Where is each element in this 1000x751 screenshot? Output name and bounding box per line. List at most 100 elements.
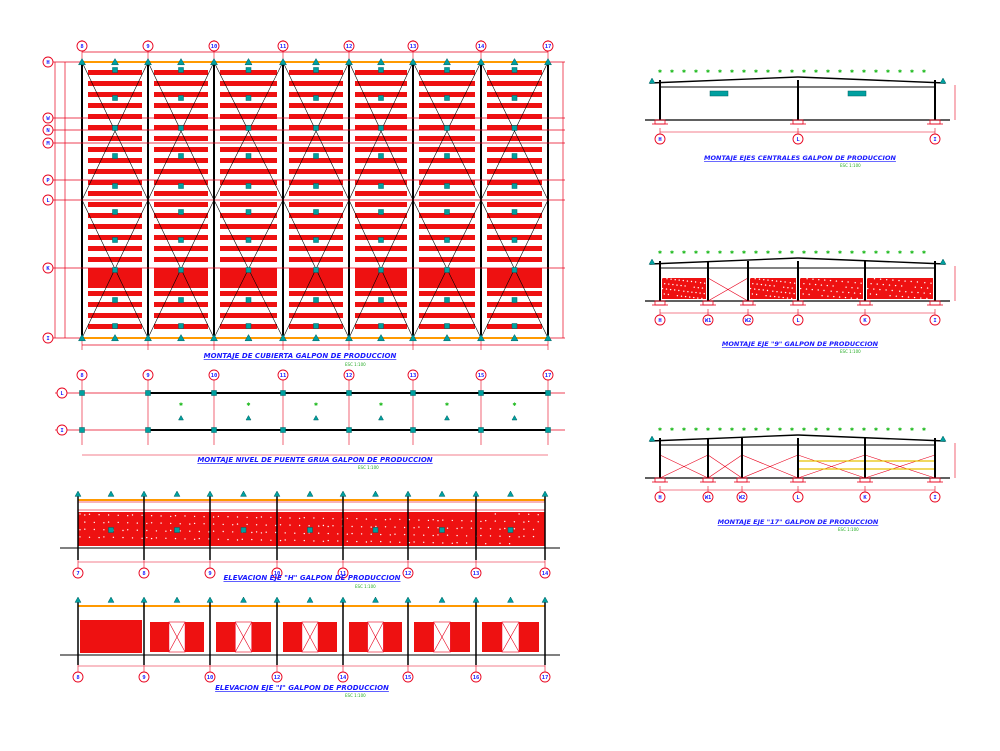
marker-square [545,390,551,396]
marker-square [444,237,450,243]
hatch-dot [678,289,680,292]
marker-square [112,183,118,189]
hatch-dot [499,528,501,530]
hatch-dot [260,532,263,534]
marker-square [178,267,184,273]
hatch-dot [697,297,699,299]
marker-square [245,67,252,73]
roof-panel [220,202,277,207]
hatch-dot [179,530,181,532]
axis-label: W1 [705,495,712,501]
hatch-dot [824,279,826,281]
hatch-dot [155,537,158,539]
marker-triangle [107,596,115,603]
hatch-dot [146,536,148,539]
roof-panel [220,114,277,119]
marker-triangle [438,490,446,497]
marker-triangle [306,490,314,497]
roof-panel [88,81,142,86]
hatch-dot [661,277,663,279]
vegetation-symbol: ✱ [730,427,735,433]
roof-panel [88,313,142,318]
hatch-dot [212,516,215,518]
hatch-dot [79,513,81,515]
roof-panel [419,169,475,174]
hatch-dot [791,297,793,300]
roof-panel [220,291,277,296]
vegetation-symbol: ✱ [706,427,711,433]
hatch-dot [150,537,153,540]
hatch-dot [694,281,697,283]
hatch-dot [930,282,932,284]
axis-label: N [46,128,49,134]
hatch-dot [820,284,823,286]
vegetation-symbol: ✱ [922,69,927,75]
hatch-dot [684,295,687,298]
marker-triangle [472,490,480,497]
hatch-dot [212,523,215,525]
hatch-dot [826,284,828,287]
axis-bubble [42,262,54,274]
wall-cladding [318,622,337,652]
axis-bubble [42,332,54,344]
vegetation-symbol: ✱ [910,427,915,433]
roof-panel [487,224,542,229]
hatch-dot [356,540,358,543]
vegetation-symbol: ✱ [658,250,663,256]
marker-square [178,67,184,73]
vegetation-symbol: ✱ [512,402,517,408]
hatch-dot [518,536,520,538]
roof-panel [88,291,142,296]
roof-panel [289,224,343,229]
marker-square [444,297,450,303]
hatch-dot [901,295,904,298]
roof-panel [487,302,542,307]
hatch-dot [806,278,808,280]
hatch-dot [418,519,420,521]
marker-triangle [345,57,353,66]
axis-bubble [470,567,482,579]
bracing [480,61,549,201]
axis-bubble [271,567,283,579]
hatch-dot [236,539,239,541]
vegetation-symbol: ✱ [670,427,675,433]
axis-bubble [470,671,482,683]
roof-panel [220,191,277,196]
hatch-dot [279,539,282,542]
hatch-dot [672,283,674,286]
hatch-dot [784,281,786,283]
vegetation-symbol: ✱ [826,250,831,256]
hatch-dot [275,531,277,534]
hatch-dot [841,280,843,283]
marker-square [313,125,319,131]
axis-17-title: MONTAJE EJE "17" GALPON DE PRODUCCION [718,518,879,526]
vegetation-symbol: ✱ [814,250,819,256]
hatch-dot [769,295,772,297]
hatch-dot [232,531,234,533]
hatch-dot [791,287,793,289]
axis-bubble [277,40,289,52]
hatch-dot [399,518,401,521]
hatch-dot [303,539,305,542]
marker-square [112,209,118,215]
marker-triangle [111,57,119,66]
hatch-dot [403,533,406,536]
axis-bubble [337,567,349,579]
roof-panel [289,202,343,207]
hatch-dot [758,288,760,291]
marker-square [511,323,518,329]
hatch-dot [803,283,805,285]
axis-label: 11 [280,373,287,379]
crane-block [709,90,729,97]
vegetation-symbol: ✱ [898,69,903,75]
hatch-dot [88,513,91,515]
axis-label: K [863,318,867,324]
hatch-dot [232,524,234,526]
hatch-dot [913,296,916,299]
marker-square [444,267,450,273]
axis-bubble [402,567,414,579]
vegetation-symbol: ✱ [910,250,915,256]
marker-triangle [438,596,446,603]
hatch-dot [327,532,329,535]
